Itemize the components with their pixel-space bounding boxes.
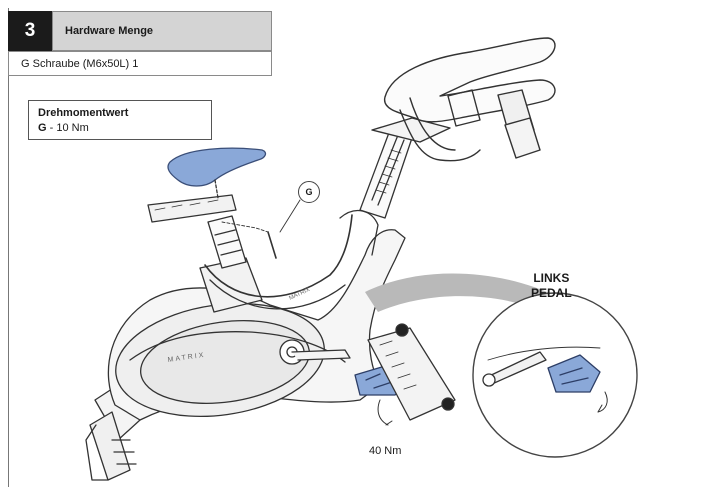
seat-rail — [147, 194, 237, 223]
crank-arm — [291, 349, 351, 361]
left-pedal-label-line2: PEDAL — [531, 286, 572, 300]
step-title: Hardware Menge — [52, 11, 272, 51]
pedal-detail-inset — [472, 292, 638, 458]
bike-seat — [167, 147, 267, 187]
torque-line: G - 10 Nm — [38, 121, 202, 136]
screw-g — [267, 231, 277, 259]
torque-value: - 10 Nm — [46, 122, 89, 134]
pedal-torque-label: 40 Nm — [369, 445, 402, 457]
hardware-list-item: G Schraube (M6x50L) 1 — [8, 51, 272, 76]
step-number: 3 — [8, 11, 52, 51]
handlebar-post — [359, 129, 413, 219]
part-g-callout: G — [298, 181, 320, 203]
left-pedal-detail — [547, 354, 601, 393]
torque-part-letter: G — [38, 122, 47, 134]
torque-title: Drehmomentwert — [38, 107, 129, 119]
left-pedal-label: LINKS PEDAL — [531, 271, 572, 301]
page-border-line — [8, 8, 9, 487]
detail-pointer-shadow — [365, 273, 560, 318]
step-header: 3 Hardware Menge G Schraube (M6x50L) 1 — [8, 11, 272, 76]
front-stabilizer — [367, 323, 456, 421]
left-pedal-label-line1: LINKS — [533, 271, 570, 285]
torque-spec-box: Drehmomentwert G - 10 Nm — [28, 100, 212, 140]
handlebars — [371, 37, 556, 162]
frame-brand-text: MATRIX — [288, 287, 311, 302]
